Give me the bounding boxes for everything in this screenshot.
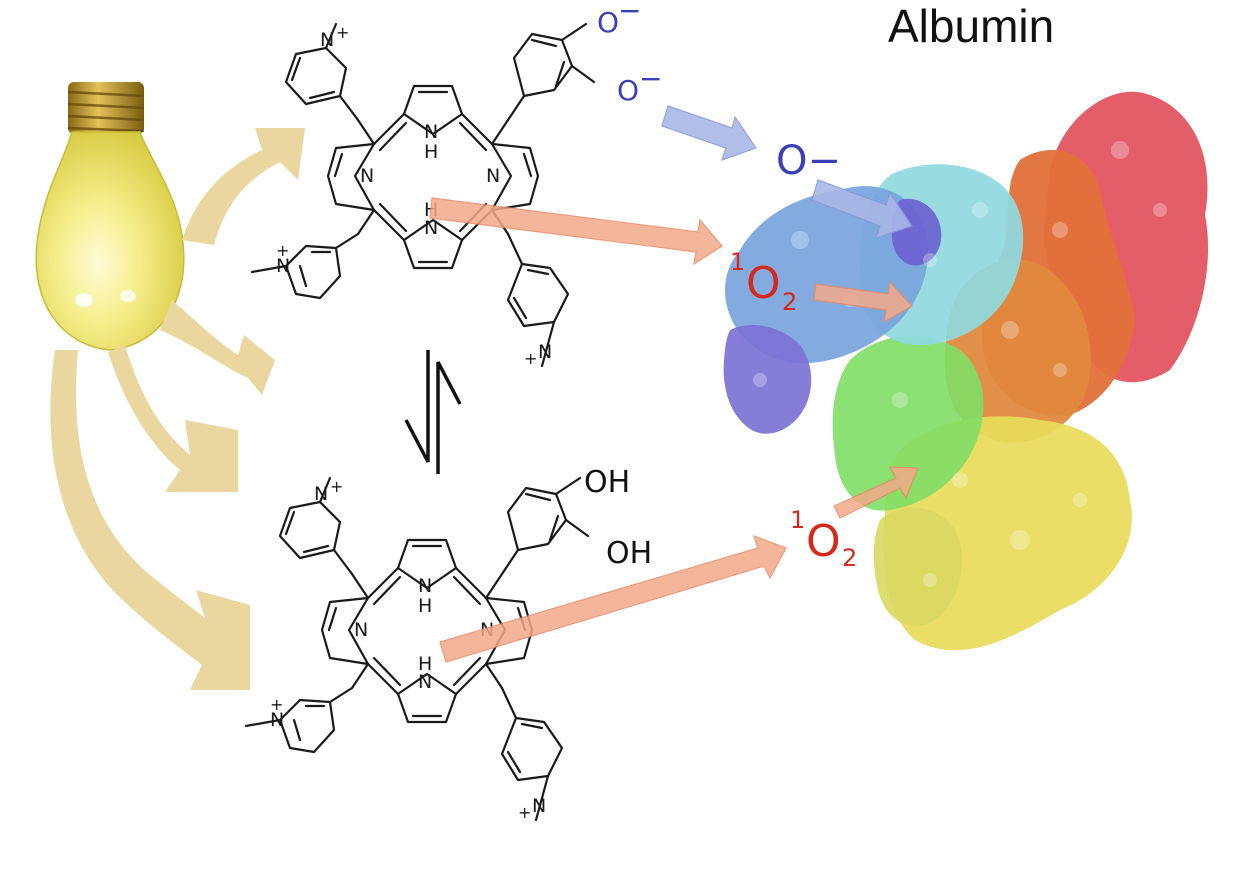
atom-n-top: N (424, 121, 438, 143)
oxide-minus-2: − (639, 62, 662, 95)
singlet-oxygen-main-bottom: O (806, 516, 841, 567)
orange-arrow-top (429, 197, 723, 266)
electron-transfer-arrows (661, 105, 913, 239)
porphyrin-top-catecholate: N H N H N N N + N + N + (250, 22, 596, 368)
atom-n-bottom-b: N (418, 671, 432, 693)
atom-h-top-b: H (418, 595, 432, 617)
charge-plus-br: + (524, 349, 537, 368)
atom-n-top-b: N (418, 575, 432, 597)
orange-arrow-bottom (439, 534, 787, 663)
light-arrow-middle (160, 300, 275, 395)
atom-n-left: N (360, 165, 374, 187)
albumin-title: Albumin (888, 0, 1054, 52)
atom-h-top: H (424, 141, 438, 163)
singlet-oxygen-label-top: 1 O 2 (730, 248, 797, 316)
atom-n-bottom: N (424, 217, 438, 239)
pyridinium-n-bl-b: N (270, 709, 284, 731)
protein-domain-purple (723, 325, 812, 434)
singlet-oxygen-sub-top: 2 (782, 288, 797, 316)
singlet-oxygen-sup-top: 1 (730, 248, 745, 276)
singlet-oxygen-arrows (429, 197, 919, 663)
hydroxyl-label-2: OH (606, 536, 652, 571)
charge-plus-tl-b: + (330, 477, 343, 496)
singlet-oxygen-label-bottom: 1 O 2 (790, 506, 857, 572)
pyridinium-n-br: N (538, 341, 552, 363)
charge-plus-bl: + (276, 241, 289, 260)
oxide-minus-1: − (618, 0, 641, 27)
protein-domain-green (832, 336, 984, 511)
singlet-oxygen-main-top: O (746, 258, 781, 309)
equilibrium-arrows (404, 350, 462, 474)
light-arrow-upper (182, 128, 305, 245)
protein-domain-yellow-green (873, 507, 963, 626)
singlet-oxygen-sup-bottom: 1 (790, 506, 805, 534)
porphyrin-bottom-catechol: N H N H N N N + N + N + (244, 476, 590, 822)
orange-arrow-albumin-bottom (833, 466, 919, 519)
pyridinium-n-bl: N (276, 255, 290, 277)
atom-n-right: N (486, 165, 500, 187)
blue-arrow-2 (811, 179, 913, 239)
oxide-label-1: O (597, 6, 619, 39)
blue-arrow-1 (661, 105, 757, 161)
protein-domain-blue (725, 186, 929, 364)
pyridinium-n-br-b: N (532, 795, 546, 817)
singlet-oxygen-sub-bottom: 2 (842, 544, 857, 572)
light-arrows (50, 128, 305, 690)
charge-plus-br-b: + (518, 803, 531, 822)
superoxide-label: O− (776, 138, 841, 184)
light-bulb-icon (35, 82, 185, 351)
charge-plus-tl: + (336, 23, 349, 42)
pyridinium-n-tl: N (320, 29, 334, 51)
hydroxyl-label-1: OH (584, 465, 630, 500)
pyridinium-n-tl-b: N (314, 483, 328, 505)
charge-plus-bl-b: + (270, 695, 283, 714)
orange-arrow-albumin-top (813, 280, 913, 324)
light-arrow-bottom (50, 350, 250, 690)
light-arrow-lower (108, 345, 238, 492)
atom-h-bottom-b: H (418, 653, 432, 675)
atom-n-left-b: N (354, 619, 368, 641)
oxide-label-2: O (617, 74, 639, 107)
